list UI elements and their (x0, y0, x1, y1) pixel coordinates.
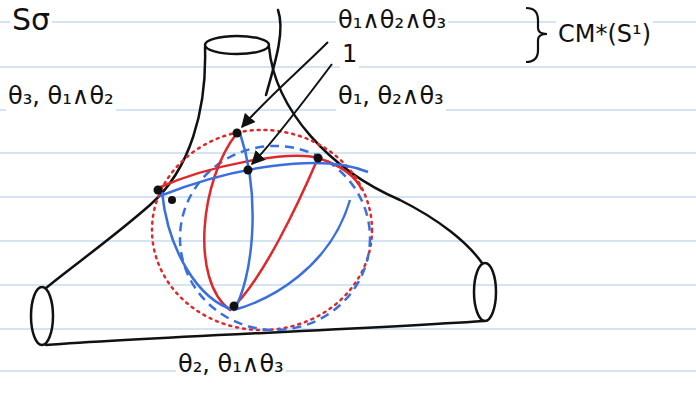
intersection-label: θ₁∧θ₂∧θ₃ (336, 6, 448, 35)
red-curves (158, 133, 362, 310)
surface-name: Sσ (10, 2, 52, 38)
blue-curves (160, 133, 368, 310)
notebook-lines (0, 22, 696, 371)
intersection-label: θ₃, θ₁∧θ₂ (6, 82, 116, 111)
leader-arrows (242, 42, 332, 164)
brace (526, 8, 547, 62)
complex-label: CM*(S¹) (556, 20, 653, 49)
intersection-points (154, 129, 323, 311)
dotted-circles (152, 130, 372, 330)
intersection-label: θ₁, θ₂∧θ₃ (336, 82, 446, 111)
intersection-label: 1 (340, 40, 359, 69)
surface-outline (31, 10, 496, 345)
intersection-label: θ₂, θ₁∧θ₃ (176, 350, 286, 379)
